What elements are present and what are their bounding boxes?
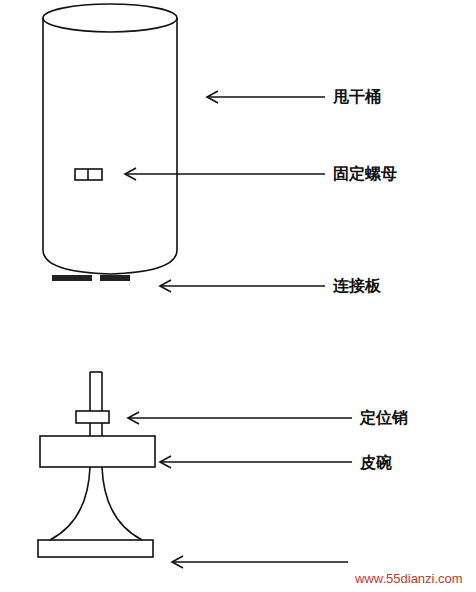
leather-cup — [40, 436, 155, 467]
locating-pin — [76, 411, 109, 423]
connecting-plate — [100, 275, 130, 281]
part-label: 皮碗 — [360, 455, 392, 471]
base-plate — [38, 540, 153, 557]
leader-line — [160, 285, 325, 287]
part-label: 定位销 — [360, 410, 408, 426]
tub-top — [43, 4, 177, 32]
leader-line — [128, 417, 352, 419]
part-label: 甩干桶 — [333, 89, 381, 105]
leader-line — [125, 173, 325, 175]
flared-base — [50, 467, 142, 540]
tub-body — [43, 18, 177, 274]
fixing-nut — [75, 169, 102, 180]
part-label: 固定螺母 — [333, 166, 397, 182]
leader-line — [172, 561, 348, 563]
connecting-plate — [52, 275, 92, 281]
leader-line — [207, 96, 325, 98]
leader-line — [160, 461, 352, 463]
watermark: www.55dianzi.com — [355, 572, 463, 585]
part-label: 连接板 — [333, 278, 381, 294]
